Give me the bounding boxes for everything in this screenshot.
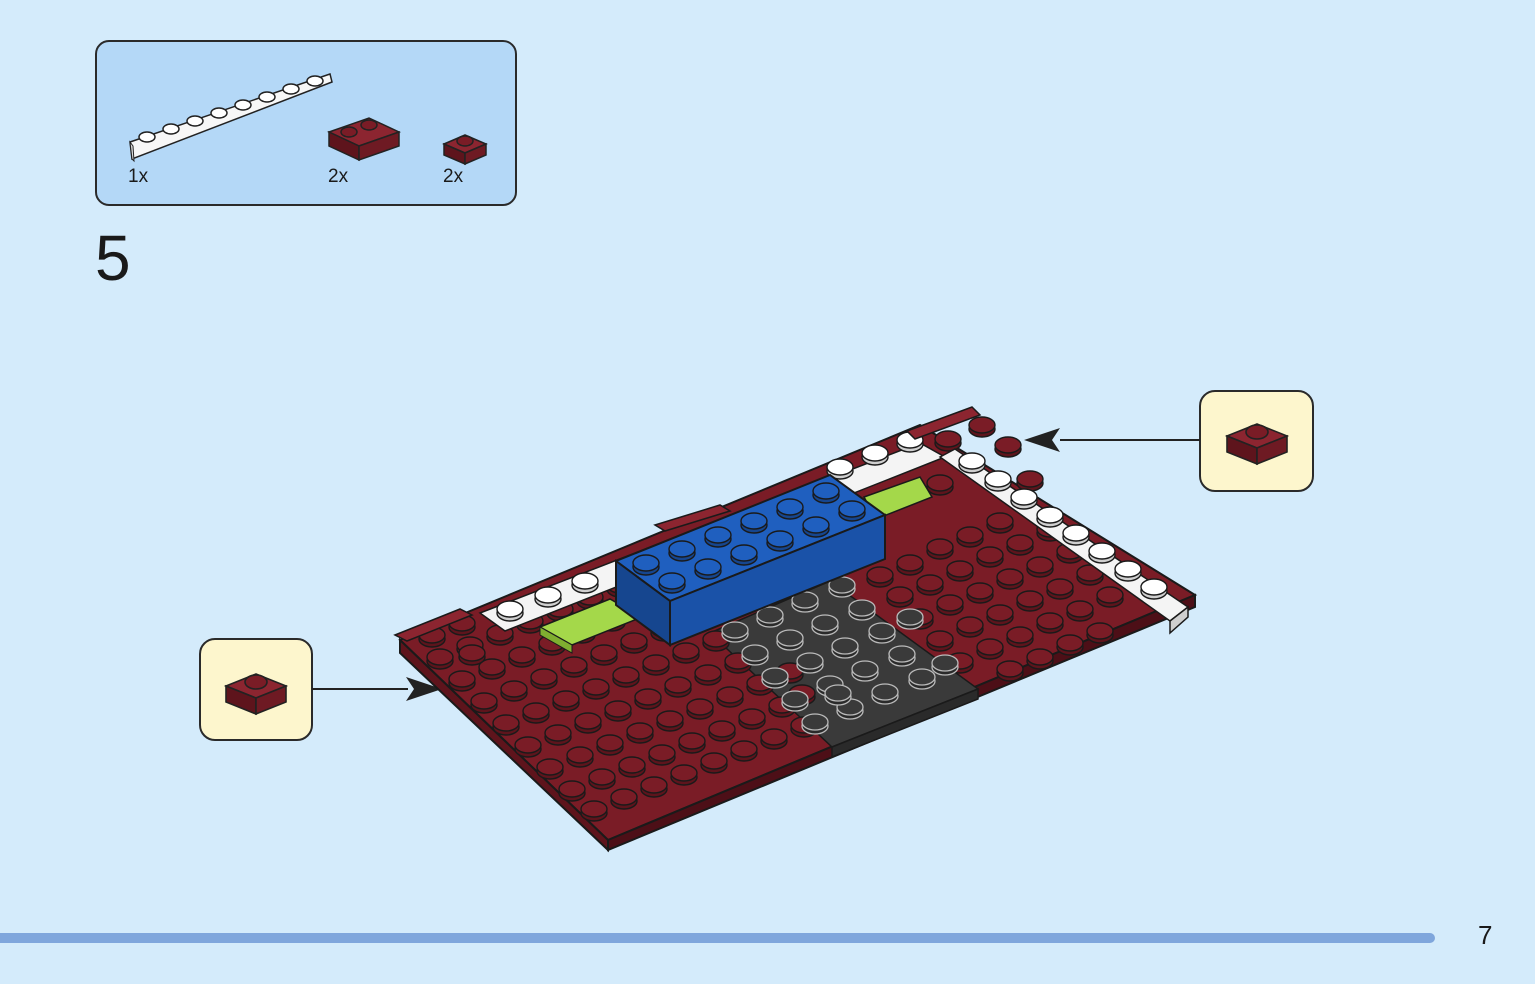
part-qty-2: 2x: [328, 166, 349, 187]
arrow-icon: [312, 677, 442, 701]
callout-left: [199, 638, 313, 741]
part-qty-3: 2x: [443, 166, 464, 187]
white-plate-icon: [129, 73, 333, 163]
page-number: 7: [1478, 920, 1493, 950]
red-1x1-plate-icon: [223, 673, 289, 716]
red-1x1-plate-icon: [1224, 423, 1290, 466]
page-progress-bar: [0, 933, 1435, 943]
part-qty-1: 1x: [128, 166, 149, 187]
red-1x1-plate-icon: [442, 134, 488, 166]
callout-right: [1199, 390, 1314, 492]
build-model: [393, 406, 1198, 853]
step-number: 5: [95, 222, 131, 294]
arrow-icon: [1024, 428, 1200, 452]
red-rail-plate-icon: [327, 117, 401, 162]
parts-list-box: 1x 2x 2x: [95, 40, 517, 206]
